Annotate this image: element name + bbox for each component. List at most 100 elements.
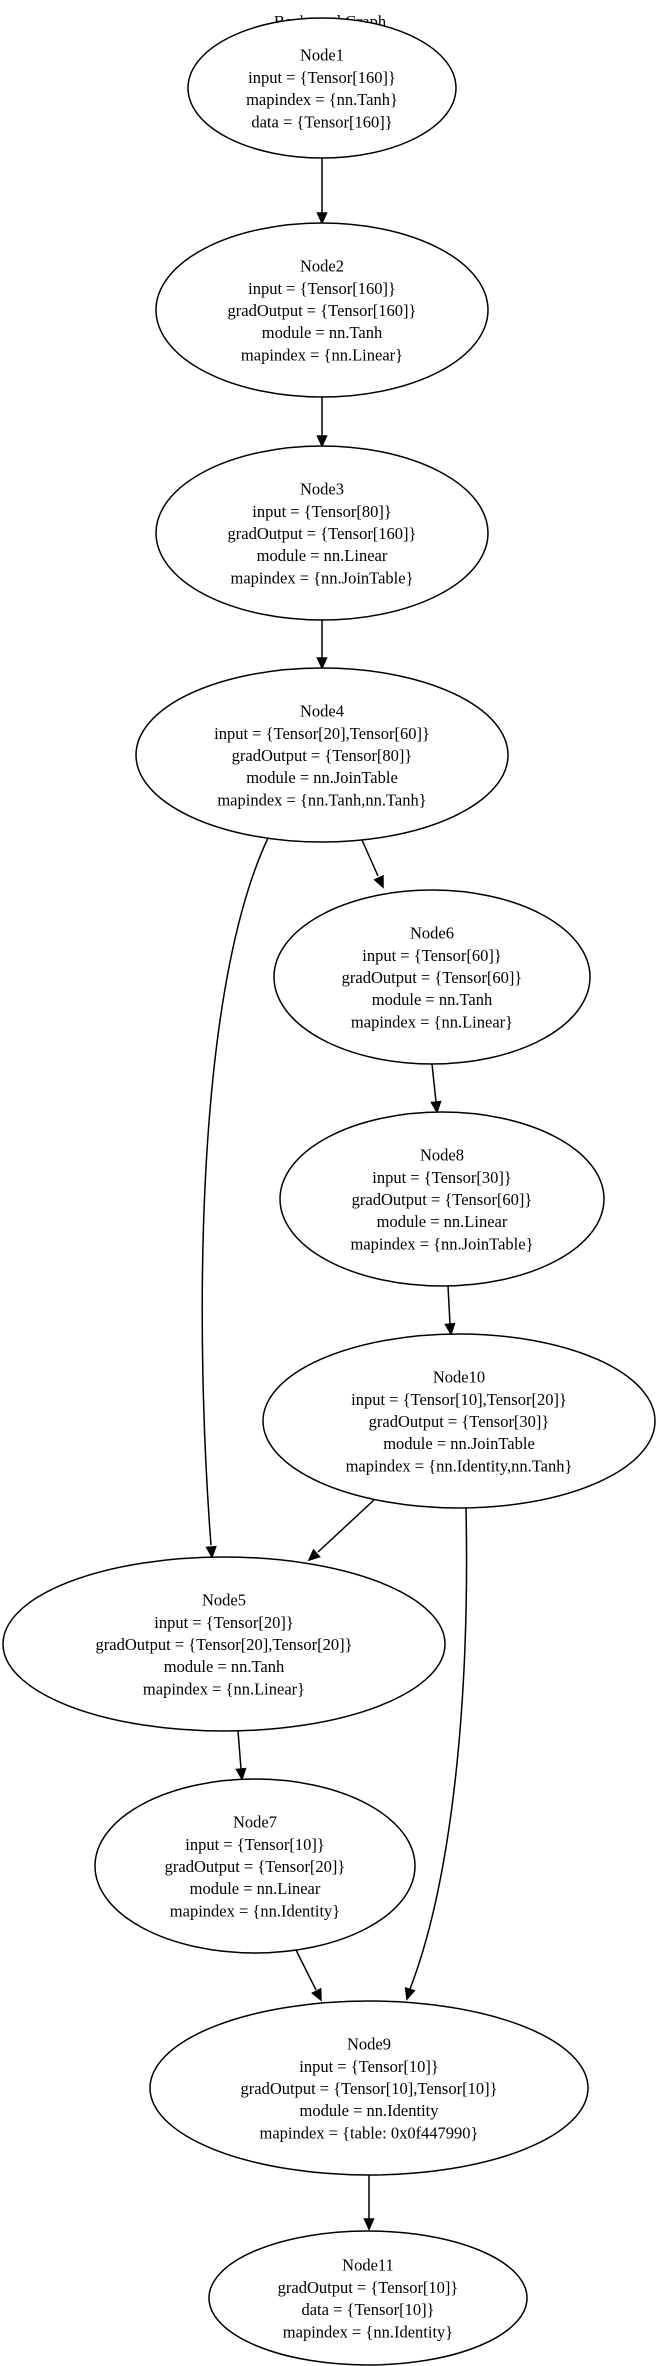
node-ellipse [208,2230,528,2366]
arrowhead [316,657,328,670]
edge-node2-to-node3 [316,397,328,448]
node-attribute-line: mapindex = {nn.Tanh} [246,90,398,109]
node-title: Node7 [233,1813,277,1832]
node-attribute-line: module = nn.Tanh [372,990,493,1009]
node-title: Node3 [300,480,344,499]
node-attribute-line: module = nn.Linear [190,1879,321,1898]
node-attribute-line: gradOutput = {Tensor[80]} [232,746,413,765]
node-attribute-line: input = {Tensor[10],Tensor[20]} [351,1390,567,1409]
edge-line [409,1507,468,1990]
node-attribute-line: mapindex = {nn.Linear} [143,1679,305,1698]
node-title: Node4 [300,702,344,721]
arrowhead [235,1767,247,1781]
node-attribute-line: gradOutput = {Tensor[10]} [278,2278,459,2297]
edge-line [431,1063,437,1103]
node-attribute-line: input = {Tensor[160]} [248,68,396,87]
node-attribute-line: module = nn.JoinTable [383,1434,535,1453]
edge-node1-to-node2 [316,158,328,225]
edge-node5-to-node7 [235,1730,247,1781]
node-attribute-line: module = nn.Tanh [262,323,383,342]
arrowhead [311,1987,322,2002]
node-attribute-line: gradOutput = {Tensor[20],Tensor[20]} [96,1635,353,1654]
node-title: Node11 [342,2256,394,2275]
node-attribute-line: input = {Tensor[30]} [372,1168,511,1187]
node-attribute-line: mapindex = {table: 0x0f447990} [260,2123,479,2142]
node-title: Node8 [420,1146,464,1165]
arrowhead [404,1987,416,2001]
node-attribute-line: gradOutput = {Tensor[10],Tensor[10]} [241,2079,498,2098]
edge-node9-to-node11 [363,2175,375,2231]
node-ellipse [273,889,591,1065]
graph-node-node8: Node8 input = {Tensor[30]} gradOutput = {T… [279,1111,605,1287]
node-ellipse [2,1556,446,1732]
node-attribute-line: input = {Tensor[10]} [299,2057,438,2076]
node-ellipse [94,1778,416,1954]
edge-node7-to-node9 [295,1949,322,2002]
node-attribute-line: module = nn.JoinTable [246,768,398,787]
node-attribute-line: mapindex = {nn.Linear} [351,1012,513,1031]
node-title: Node1 [300,46,344,65]
node-attribute-line: mapindex = {nn.Linear} [241,345,403,364]
graph-node-node3: Node3 input = {Tensor[80]} gradOutput = {T… [155,445,489,621]
arrowhead [316,435,328,448]
node-attribute-line: module = nn.Identity [300,2101,440,2120]
graph-node-node1: Node1 input = {Tensor[160]} mapindex = {nn… [187,17,457,159]
node-attribute-line: input = {Tensor[10]} [185,1835,324,1854]
edge-line [317,1499,375,1553]
edge-node10-to-node9 [404,1507,468,2001]
node-attribute-line: gradOutput = {Tensor[60]} [342,968,523,987]
edge-node4-to-node6 [361,839,384,889]
node-attribute-line: module = nn.Linear [377,1212,508,1231]
edge-node4-to-node5 [201,837,269,1559]
arrowhead [205,1545,217,1559]
graph-node-node9: Node9 input = {Tensor[10]} gradOutput = {T… [149,2000,589,2176]
node-title: Node2 [300,257,344,276]
node-attribute-line: gradOutput = {Tensor[60]} [352,1190,533,1209]
node-attribute-line: mapindex = {nn.Identity} [170,1901,340,1920]
graph-node-node11: Node11 gradOutput = {Tensor[10]} data = {T… [208,2230,528,2366]
graph-node-node10: Node10 input = {Tensor[10],Tensor[20]} gra… [262,1333,656,1509]
node-ellipse [187,17,457,159]
edge-node3-to-node4 [316,620,328,670]
node-attribute-line: mapindex = {nn.JoinTable} [231,568,414,587]
node-attribute-line: input = {Tensor[80]} [252,502,391,521]
edge-node8-to-node10 [444,1285,456,1336]
node-ellipse [155,445,489,621]
node-title: Node9 [347,2035,391,2054]
nodes-layer: Node1 input = {Tensor[160]} mapindex = {nn… [2,17,656,2366]
node-ellipse [135,667,509,843]
edge-line [447,1285,451,1325]
node-ellipse [262,1333,656,1509]
node-attribute-line: module = nn.Tanh [164,1657,285,1676]
node-title: Node5 [202,1591,246,1610]
arrowhead [363,2218,375,2231]
edge-line [201,837,269,1546]
node-attribute-line: gradOutput = {Tensor[20]} [165,1857,346,1876]
node-attribute-line: gradOutput = {Tensor[30]} [369,1412,550,1431]
graph-node-node4: Node4 input = {Tensor[20],Tensor[60]} grad… [135,667,509,843]
arrowhead [444,1322,456,1336]
node-ellipse [279,1111,605,1287]
node-attribute-line: input = {Tensor[20],Tensor[60]} [214,724,430,743]
graph-node-node7: Node7 input = {Tensor[10]} gradOutput = {T… [94,1778,416,1954]
node-attribute-line: gradOutput = {Tensor[160]} [228,524,417,543]
edges-layer [201,158,468,2231]
node-title: Node10 [433,1368,485,1387]
node-attribute-line: gradOutput = {Tensor[160]} [228,301,417,320]
node-ellipse [155,222,489,398]
edge-node10-to-node5 [307,1499,375,1562]
node-attribute-line: mapindex = {nn.Tanh,nn.Tanh} [217,790,426,809]
node-attribute-line: data = {Tensor[10]} [301,2300,434,2319]
arrowhead [373,874,384,889]
edge-line [237,1730,242,1770]
node-attribute-line: module = nn.Linear [257,546,388,565]
node-attribute-line: data = {Tensor[160]} [251,112,392,131]
arrowhead [316,212,328,225]
node-attribute-line: mapindex = {nn.Identity,nn.Tanh} [346,1456,573,1475]
node-attribute-line: mapindex = {nn.Identity} [283,2322,453,2341]
node-ellipse [149,2000,589,2176]
node-attribute-line: input = {Tensor[60]} [362,946,501,965]
